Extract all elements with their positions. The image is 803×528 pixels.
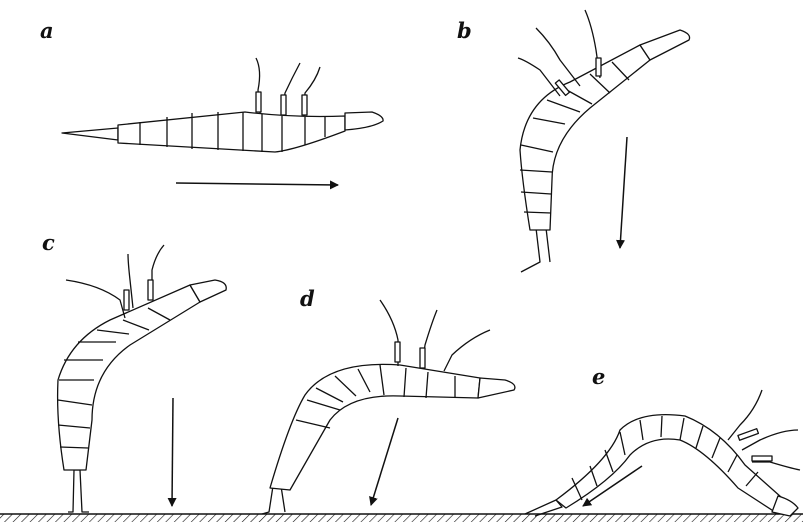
arrow-d [371,418,398,505]
insect-e [525,390,800,516]
arrow-a [176,183,338,185]
insect-b [518,10,690,272]
panel-label-b: b [457,20,472,41]
panel-label-e: e [592,366,605,387]
arrow-b [620,137,627,248]
panel-label-d: d [300,288,315,309]
arrow-c [172,398,173,506]
insect-c [58,245,227,512]
insect-d [262,300,515,514]
panel-label-a: a [40,20,54,41]
ground [0,514,803,522]
insect-a [62,58,383,152]
panel-label-c: c [42,232,55,253]
